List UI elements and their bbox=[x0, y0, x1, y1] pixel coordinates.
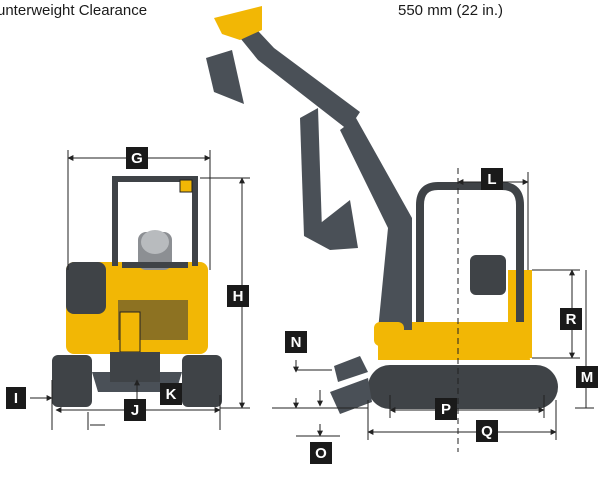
label-m: M bbox=[576, 366, 598, 388]
side-view-excavator bbox=[206, 6, 558, 414]
label-q: Q bbox=[476, 420, 498, 442]
label-i: I bbox=[6, 387, 26, 409]
svg-text:J: J bbox=[131, 402, 139, 419]
label-p: P bbox=[435, 398, 457, 420]
label-j: J bbox=[124, 399, 146, 421]
label-n: N bbox=[285, 331, 307, 353]
svg-text:M: M bbox=[581, 369, 594, 386]
svg-text:H: H bbox=[233, 288, 244, 305]
svg-text:G: G bbox=[131, 150, 143, 167]
label-h: H bbox=[227, 285, 249, 307]
svg-text:Q: Q bbox=[481, 423, 493, 440]
front-view-excavator bbox=[52, 176, 222, 407]
svg-text:N: N bbox=[291, 334, 302, 351]
spec-label: unterweight Clearance bbox=[0, 2, 148, 19]
label-o: O bbox=[310, 442, 332, 464]
svg-text:O: O bbox=[315, 445, 327, 462]
svg-text:L: L bbox=[487, 171, 496, 188]
svg-text:I: I bbox=[14, 390, 18, 407]
label-g: G bbox=[126, 147, 148, 169]
svg-text:R: R bbox=[566, 311, 577, 328]
label-k: K bbox=[160, 383, 182, 405]
svg-text:K: K bbox=[166, 386, 177, 403]
label-r: R bbox=[560, 308, 582, 330]
spec-value: 550 mm (22 in.) bbox=[398, 2, 504, 19]
label-l: L bbox=[481, 168, 503, 190]
svg-text:P: P bbox=[441, 401, 451, 418]
